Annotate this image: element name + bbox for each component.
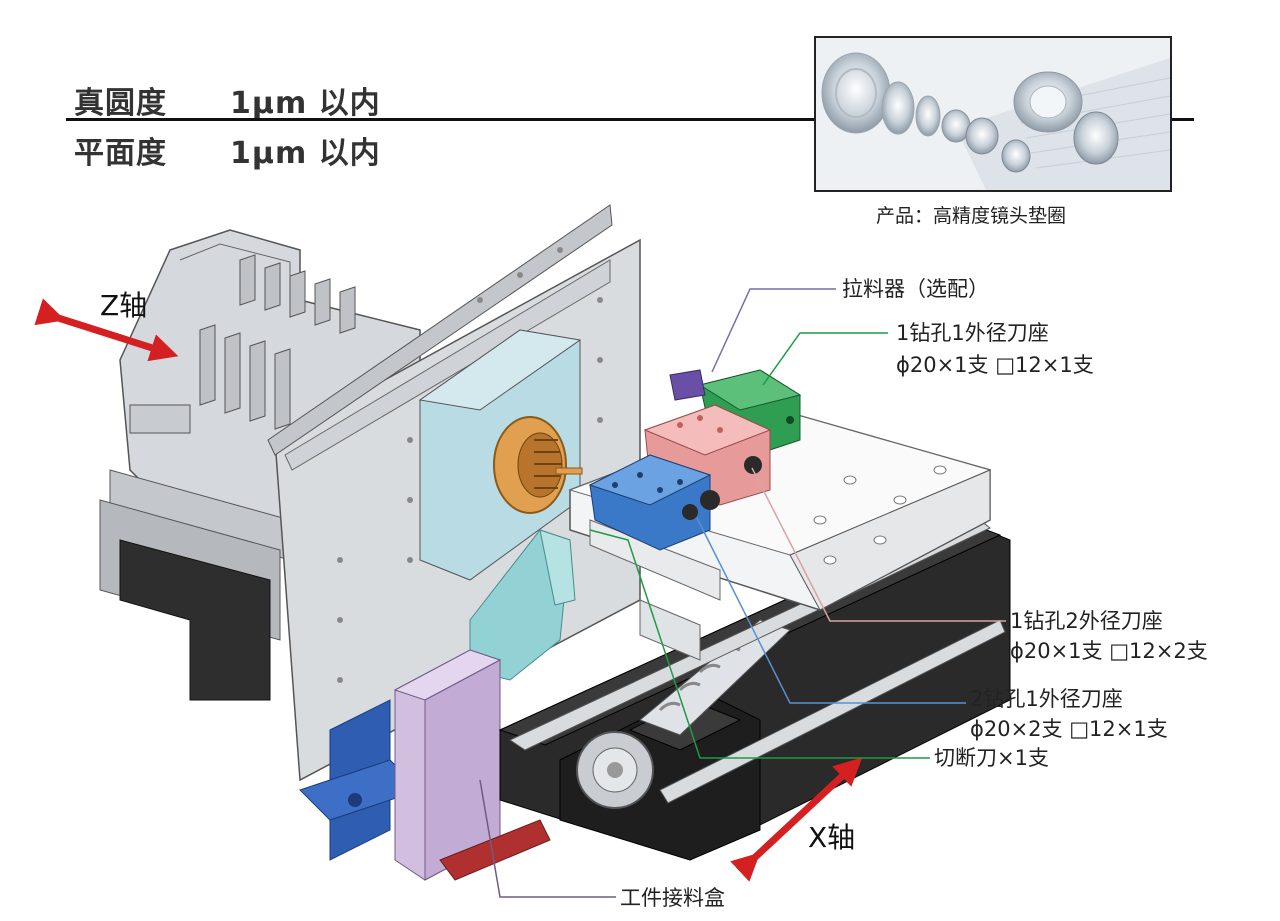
spec-divider bbox=[66, 118, 1194, 121]
label-pink-holder-2: ϕ20×1支 □12×2支 bbox=[1010, 639, 1208, 663]
leader-cutoff bbox=[589, 529, 930, 759]
x-axis-arrow bbox=[730, 757, 863, 882]
product-photo bbox=[814, 36, 1172, 192]
lens-spacer-image bbox=[816, 38, 1170, 190]
spec-roundness: 真圆度 1μm 以内 bbox=[74, 78, 380, 122]
label-blue-holder-2: ϕ20×2支 □12×1支 bbox=[970, 717, 1168, 741]
leader-puller bbox=[711, 288, 836, 373]
spec-flatness-name: 平面度 bbox=[74, 136, 167, 171]
label-blue-holder-1: 2钻孔1外径刀座 bbox=[970, 687, 1123, 711]
label-green-holder-1: 1钻孔1外径刀座 bbox=[896, 321, 1049, 345]
label-cutoff-tool: 切断刀×1支 bbox=[934, 746, 1049, 770]
collet-block bbox=[418, 329, 583, 581]
photo-caption: 产品：高精度镜头垫圈 bbox=[876, 205, 1067, 227]
leader-work-box bbox=[479, 779, 616, 898]
spec-roundness-value: 1μm 以内 bbox=[230, 86, 381, 121]
work-box bbox=[299, 649, 551, 881]
label-work-box: 工件接料盒 bbox=[620, 886, 725, 910]
puller bbox=[669, 369, 706, 401]
x-axis-label: X轴 bbox=[808, 821, 856, 854]
label-pink-holder-1: 1钻孔2外径刀座 bbox=[1010, 609, 1163, 633]
label-green-holder-2: ϕ20×1支 □12×1支 bbox=[896, 353, 1094, 377]
z-axis-label: Z轴 bbox=[100, 289, 148, 322]
parts-chute bbox=[469, 529, 576, 681]
label-puller: 拉料器（选配） bbox=[842, 277, 989, 301]
spec-flatness-value: 1μm 以内 bbox=[230, 136, 381, 171]
tool-holder-blue bbox=[588, 454, 720, 551]
leader-blue bbox=[696, 517, 966, 704]
z-axis-arrow bbox=[34, 298, 179, 362]
leader-green bbox=[762, 332, 888, 386]
spec-flatness: 平面度 1μm 以内 bbox=[74, 128, 380, 172]
spec-roundness-name: 真圆度 bbox=[74, 86, 167, 121]
leader-pink bbox=[751, 467, 1006, 622]
